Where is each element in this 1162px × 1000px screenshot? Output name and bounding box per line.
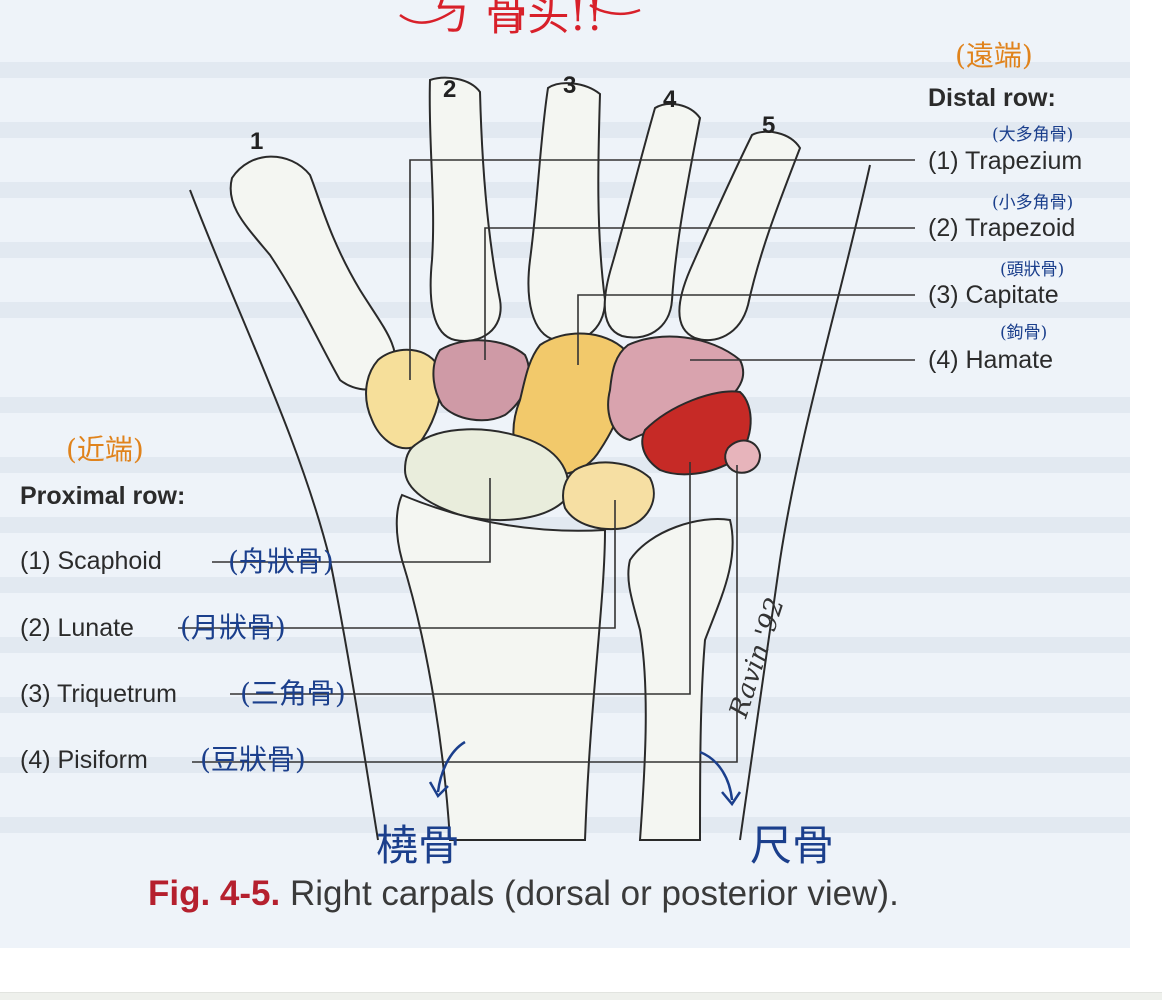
bone-lunate <box>562 461 655 531</box>
page-bottom-strip <box>0 948 1162 1000</box>
bone-pisiform <box>724 439 762 474</box>
proximal-note: (近端) <box>66 433 144 466</box>
top-mark <box>399 3 641 30</box>
handwritten-top-note: ㄅ 骨头!! <box>430 0 604 40</box>
leader-capitate <box>577 294 915 365</box>
wrist-outline-right <box>739 164 871 841</box>
hamate-label: (4) Hamate <box>928 346 1054 374</box>
leader-triquetrum <box>230 462 691 695</box>
trapezium-note: (大多角骨) <box>992 125 1074 145</box>
figure-number: Fig. 4-5. <box>148 874 281 913</box>
digit-label-5: 5 <box>762 112 776 139</box>
hamate-note: (鉤骨) <box>1000 323 1048 343</box>
scaphoid-note: (舟狀骨) <box>228 545 334 578</box>
capitate-label: (3) Capitate <box>928 281 1059 309</box>
trapezium-label: (1) Trapezium <box>928 147 1083 175</box>
bone-trapezium <box>365 348 442 450</box>
distal-note: (遠端) <box>955 39 1033 72</box>
digit-label-4: 4 <box>663 86 677 113</box>
trapezoid-note: (小多角骨) <box>992 193 1074 213</box>
digit-label-3: 3 <box>563 72 577 99</box>
triquetrum-label: (3) Triquetrum <box>20 680 177 708</box>
metacarpal-4 <box>603 102 702 339</box>
ulna-note: 尺骨 <box>750 821 835 870</box>
ulna-bone <box>627 518 734 841</box>
proximal-row-heading: Proximal row: <box>20 482 186 510</box>
ulna-arrow <box>699 750 742 807</box>
radius-bone <box>395 493 607 841</box>
hand-illustration <box>0 3 1130 841</box>
bottom-rule <box>0 992 1162 1000</box>
radius-note: 橈骨 <box>376 821 461 870</box>
triquetrum-note: (三角骨) <box>240 677 346 710</box>
metacarpal-3 <box>527 82 607 343</box>
digit-label-2: 2 <box>443 76 457 103</box>
digit-label-1: 1 <box>250 128 264 155</box>
leader-pisiform <box>192 465 738 763</box>
bone-scaphoid <box>403 428 570 521</box>
wrist-outline-left <box>189 189 379 841</box>
leader-scaphoid <box>212 478 491 563</box>
lunate-label: (2) Lunate <box>20 614 134 642</box>
leader-trapezoid <box>484 227 915 360</box>
figure-caption: Fig. 4-5. Right carpals (dorsal or poste… <box>148 874 899 914</box>
distal-row-heading: Distal row: <box>928 84 1056 112</box>
capitate-note: (頭狀骨) <box>1000 260 1065 280</box>
radius-arrow <box>428 740 466 799</box>
bone-trapezoid <box>432 339 530 422</box>
scaphoid-label: (1) Scaphoid <box>20 547 162 575</box>
leader-lunate <box>178 500 616 629</box>
pisiform-label: (4) Pisiform <box>20 746 148 774</box>
metacarpal-5 <box>678 130 802 342</box>
leader-trapezium <box>409 159 915 380</box>
lunate-note: (月狀骨) <box>180 611 286 644</box>
trapezoid-label: (2) Trapezoid <box>928 214 1076 242</box>
pisiform-note: (豆狀骨) <box>200 743 306 776</box>
carpal-figure: 1 2 3 4 5 ㄅ 骨头!! (遠端) Distal row: (大多角骨)… <box>0 0 1130 948</box>
figure-caption-text: Right carpals (dorsal or posterior view)… <box>280 874 899 913</box>
metacarpal-2 <box>428 76 502 342</box>
